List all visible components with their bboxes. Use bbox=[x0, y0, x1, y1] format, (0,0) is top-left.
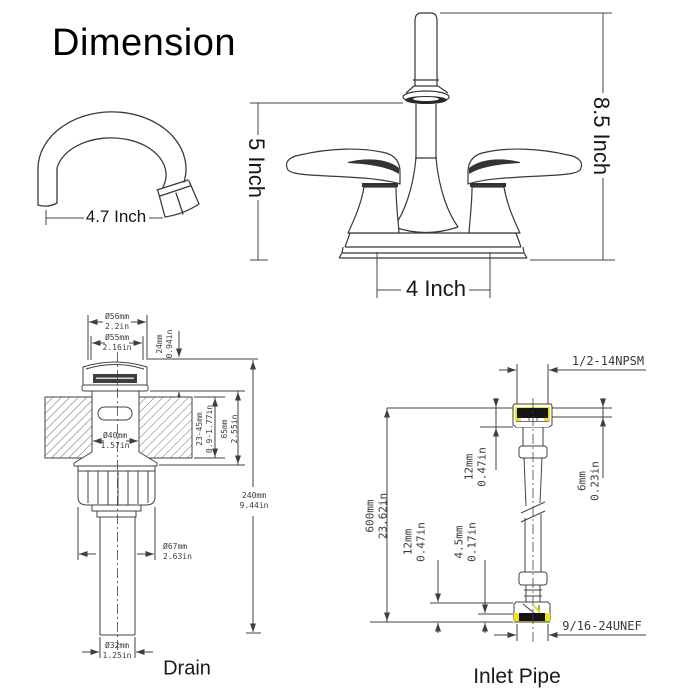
spout-height-label: 5 Inch bbox=[244, 138, 269, 198]
spout-reach-dimension bbox=[45, 210, 163, 225]
spout-aerator bbox=[156, 179, 200, 218]
spout-drawing bbox=[37, 111, 200, 218]
drain-view-label: Drain bbox=[163, 657, 211, 680]
inlet-top-thread-label: 1/2-14NPSM bbox=[571, 354, 645, 368]
inlet-pipe-drawing bbox=[370, 364, 646, 642]
drain-drawing bbox=[44, 315, 261, 658]
faucet-spout-column bbox=[414, 12, 438, 86]
inlet-view-label: Inlet Pipe bbox=[473, 665, 561, 688]
inlet-bottom-thread-label: 9/16-24UNEF bbox=[562, 619, 642, 633]
drain-overflow-slot bbox=[97, 406, 133, 421]
inlet-hose bbox=[523, 457, 543, 507]
countertop-section-left bbox=[44, 396, 93, 459]
drain-nut bbox=[77, 465, 156, 506]
centers-spacing-label: 4 Inch bbox=[406, 276, 466, 301]
overall-height-label: 8.5 Inch bbox=[589, 96, 614, 176]
countertop-section-right bbox=[138, 396, 193, 459]
spout-reach-label: 4.7 Inch bbox=[85, 207, 147, 226]
page-title: Dimension bbox=[52, 22, 237, 64]
faucet-base bbox=[338, 232, 528, 259]
faucet-dimensions bbox=[250, 12, 615, 298]
faucet-handle-left bbox=[285, 148, 401, 234]
faucet-body bbox=[393, 157, 459, 234]
faucet-handle-right bbox=[467, 148, 583, 234]
faucet-front-drawing bbox=[285, 12, 583, 259]
